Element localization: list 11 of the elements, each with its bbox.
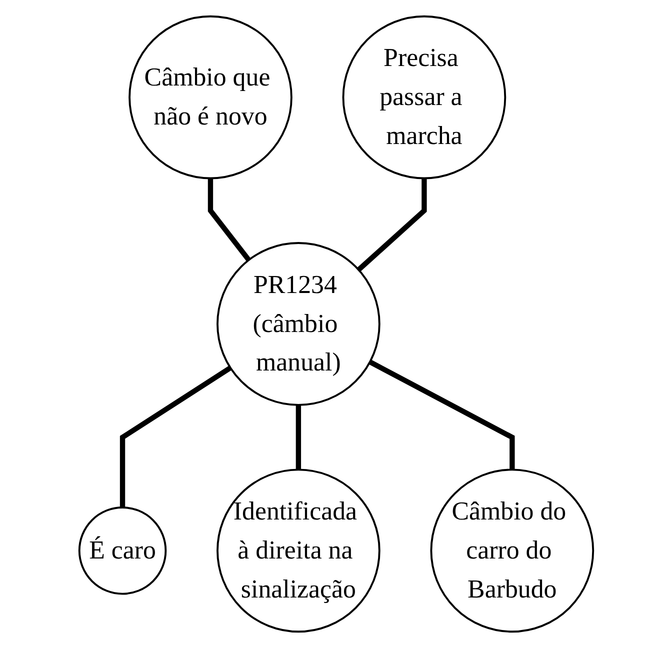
connector (368, 360, 514, 470)
connector (208, 178, 251, 262)
connector (356, 178, 427, 272)
connector (120, 366, 232, 508)
connector (296, 404, 301, 470)
node-circle: Câmbio do carro do Barbudo (430, 468, 594, 633)
node-circle: PR1234 (câmbio manual) (216, 242, 380, 406)
node-circle: É caro (78, 506, 166, 595)
node-circle: Câmbio que não é novo (128, 15, 292, 180)
node-circle: Precisa passar a marcha (342, 15, 506, 180)
node-circle: Identificada à direita na sinalização (216, 468, 380, 633)
